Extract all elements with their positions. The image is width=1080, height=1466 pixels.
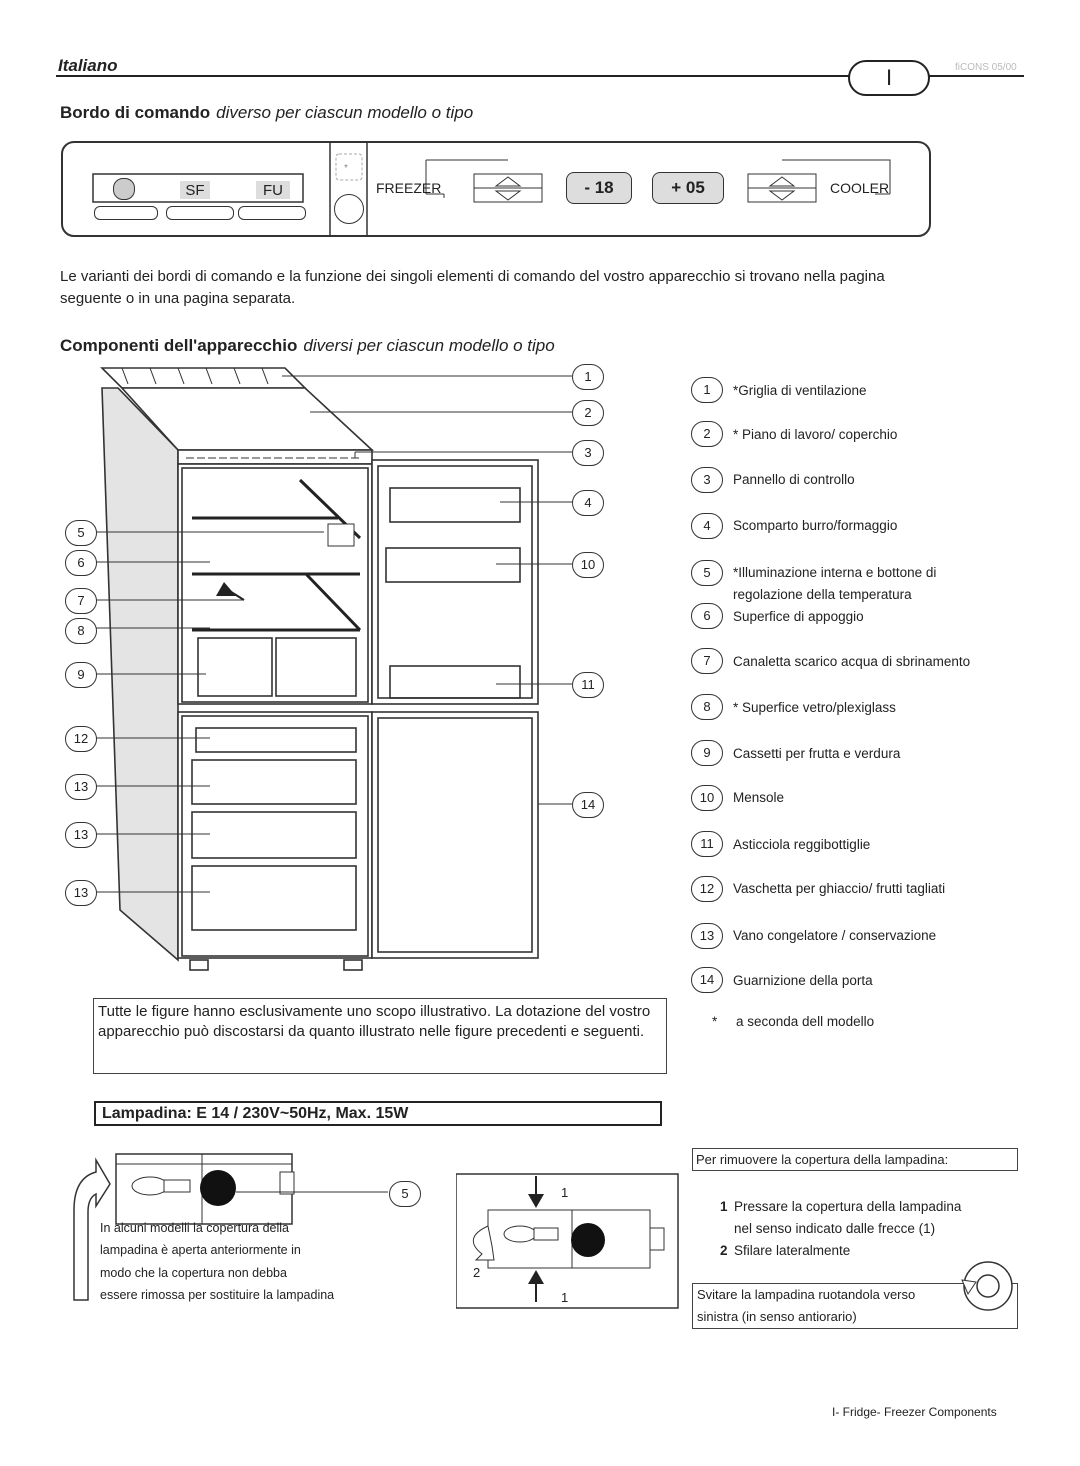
callout-6: 6 [65,550,97,576]
legend-num: 11 [691,831,723,857]
cooler-label: COOLER [830,180,890,196]
legend-num: 6 [691,603,723,629]
legend-num: 8 [691,694,723,720]
sf-button[interactable]: SF [180,181,210,199]
legend-num: 14 [691,967,723,993]
step-text: Pressare la copertura della lampadina [734,1199,962,1214]
callout-8: 8 [65,618,97,644]
unscrew-text: sinistra (in senso antiorario) [697,1309,857,1324]
svg-text:*: * [344,163,348,174]
page-letter-badge: I [848,60,930,96]
legend-text: Canaletta scarico acqua di sbrinamento [733,654,971,669]
legend-num: 4 [691,513,723,539]
header-rule [56,75,1024,77]
legend-text: *Griglia di ventilazione [733,383,867,398]
lamp-note-line: In alcuni modelli la copertura della [100,1221,289,1235]
panel-key-3[interactable] [238,206,306,220]
lamp-spec-heading: Lampadina: E 14 / 230V~50Hz, Max. 15W [94,1101,662,1126]
callout-leader-lines [96,375,572,893]
legend-text: Mensole [733,790,785,805]
intro-paragraph: Le varianti dei bordi di comando e la fu… [60,268,885,307]
legend-num: 1 [691,377,723,403]
legend-num: 9 [691,740,723,766]
lamp-callout-5: 5 [389,1181,421,1207]
panel-indicator-light [113,178,135,200]
lamp-cover-press-diagram [456,1173,679,1309]
freezer-label: FREEZER [376,180,442,196]
remove-cover-title-box: Per rimuovere la copertura della lampadi… [692,1148,1018,1171]
document-code: fiCONS 05/00 [955,62,1017,73]
legend-text: Superfice di appoggio [733,609,864,624]
legend-num: 3 [691,467,723,493]
counterclockwise-rotate-icon [961,1261,1013,1311]
legend-num: 10 [691,785,723,811]
legend-num: 7 [691,648,723,674]
legend-text-cont: regolazione della temperatura [733,587,912,602]
legend-num: 12 [691,876,723,902]
legend-text: Pannello di controllo [733,472,855,487]
callout-2: 2 [572,400,604,426]
freezer-temperature-display: - 18 [566,172,632,204]
legend-num: 13 [691,923,723,949]
unscrew-box [692,1283,1018,1329]
callout-13a: 13 [65,774,97,800]
control-panel-illustration: * SF FU FREEZER - 18 + 05 COOLER [60,140,932,238]
fu-button[interactable]: FU [256,181,290,199]
step-num: 2 [720,1243,728,1258]
lamp-cover-diagram-left [73,1153,388,1301]
fridge-illustration [100,367,539,971]
callout-7: 7 [65,588,97,614]
cooler-temperature-display: + 05 [652,172,724,204]
page-footer: I- Fridge- Freezer Components [832,1405,997,1419]
callout-10: 10 [572,552,604,578]
legend-text: * Piano di lavoro/ coperchio [733,427,898,442]
callout-12: 12 [65,726,97,752]
step-text-cont: nel senso indicato dalle frecce (1) [734,1221,936,1236]
panel-key-2[interactable] [166,206,234,220]
callout-14: 14 [572,792,604,818]
step-num: 1 [720,1199,728,1214]
legend-text: Asticciola reggibottiglie [733,837,871,852]
callout-1: 1 [572,364,604,390]
unscrew-text: Svitare la lampadina ruotandola verso [697,1287,916,1302]
footnote-star: * [712,1014,718,1029]
step-text: Sfilare lateralmente [734,1243,851,1258]
language-title: Italiano [58,56,118,75]
legend-num: 2 [691,421,723,447]
press-arrow-label-bottom: 1 [561,1290,569,1305]
footnote-text: a seconda dell modello [736,1014,875,1029]
callout-9: 9 [65,662,97,688]
lamp-note-line: lampadina è aperta anteriormente in [100,1243,301,1257]
panel-key-1[interactable] [94,206,158,220]
callout-13b: 13 [65,822,97,848]
legend-text: Guarnizione della porta [733,973,873,988]
callout-13c: 13 [65,880,97,906]
lamp-note-line: modo che la copertura non debba [100,1266,287,1280]
legend-text: *Illuminazione interna e bottone di [733,565,937,580]
press-arrow-label-top: 1 [561,1185,569,1200]
legend-num: 5 [691,560,723,586]
callout-5: 5 [65,520,97,546]
slide-arrow-label: 2 [473,1265,481,1280]
legend-text: Vaschetta per ghiaccio/ frutti tagliati [733,881,946,896]
legend-text: Cassetti per frutta e verdura [733,746,901,761]
callout-11: 11 [572,672,604,698]
power-knob[interactable] [334,194,364,224]
disclaimer-box: Tutte le figure hanno esclusivamente uno… [93,998,667,1074]
callout-3: 3 [572,440,604,466]
legend-text: Vano congelatore / conservazione [733,928,937,943]
legend-text: * Superfice vetro/plexiglass [733,700,896,715]
callout-4: 4 [572,490,604,516]
legend-text: Scomparto burro/formaggio [733,518,898,533]
lamp-note-line: essere rimossa per sostituire la lampadi… [100,1288,335,1302]
